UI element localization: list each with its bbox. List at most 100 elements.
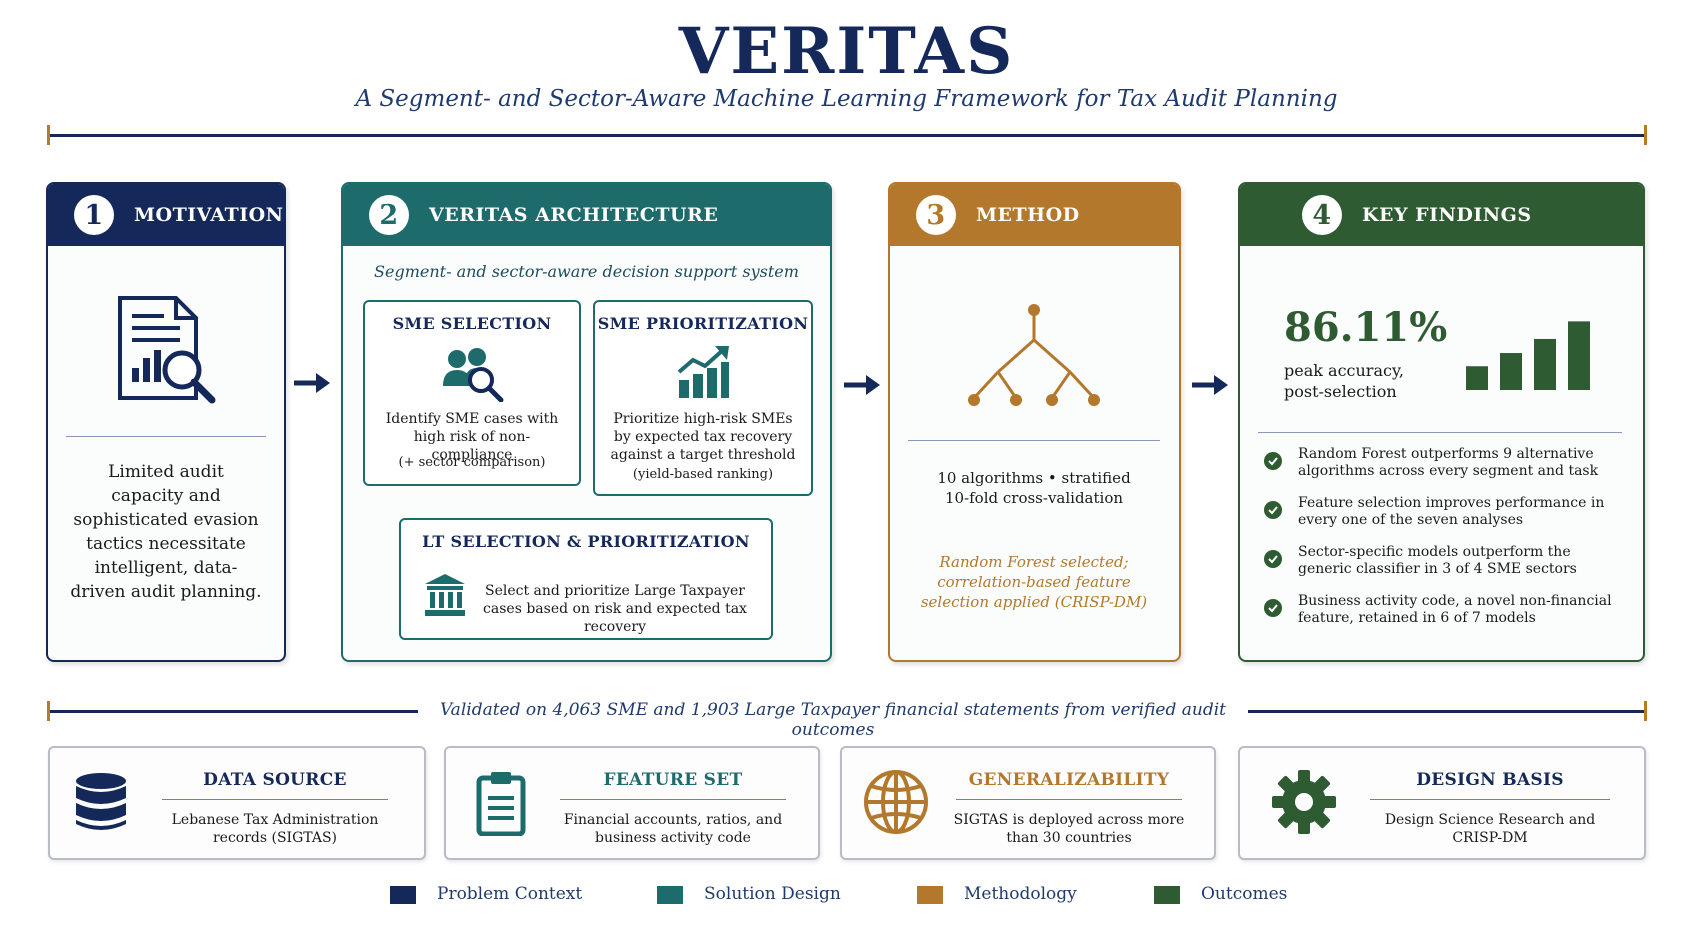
design-basis-box: DESIGN BASIS Design Science Research and… bbox=[1238, 746, 1646, 860]
growth-chart-icon bbox=[675, 344, 731, 400]
lt-selection-box: LT SELECTION & PRIORITIZATION Select and… bbox=[399, 518, 773, 640]
sme-prioritization-box: SME PRIORITIZATION Prioritize high-risk … bbox=[593, 300, 813, 496]
check-icon bbox=[1264, 550, 1282, 568]
validation-rule-left bbox=[48, 710, 418, 713]
peak-accuracy-label: peak accuracy, post-selection bbox=[1284, 361, 1404, 401]
step-number: 1 bbox=[74, 195, 114, 235]
legend-swatch-outcomes bbox=[1154, 886, 1180, 904]
legend-label-problem: Problem Context bbox=[437, 884, 583, 904]
legend-label-solution: Solution Design bbox=[704, 884, 841, 904]
sme-prioritization-title: SME PRIORITIZATION bbox=[597, 314, 809, 333]
generalizability-box: GENERALIZABILITY SIGTAS is deployed acro… bbox=[840, 746, 1216, 860]
check-icon bbox=[1264, 501, 1282, 519]
box-desc: SIGTAS is deployed across more than 30 c… bbox=[953, 812, 1185, 846]
arrow-right-icon bbox=[842, 370, 882, 400]
findings-divider bbox=[1258, 432, 1622, 433]
lt-selection-title: LT SELECTION & PRIORITIZATION bbox=[422, 532, 750, 551]
document-chart-magnifier-icon bbox=[114, 294, 224, 404]
arrow-right-icon bbox=[1190, 370, 1230, 400]
sme-selection-box: SME SELECTION Identify SME cases with hi… bbox=[363, 300, 581, 486]
box-divider bbox=[162, 799, 388, 800]
feature-set-box: FEATURE SET Financial accounts, ratios, … bbox=[444, 746, 820, 860]
validation-rule-left-cap bbox=[47, 701, 50, 721]
peak-accuracy-stat: 86.11% bbox=[1284, 304, 1448, 351]
method-divider bbox=[908, 440, 1160, 441]
sme-prioritization-note: (yield-based ranking) bbox=[632, 467, 774, 482]
globe-icon bbox=[862, 768, 930, 836]
motivation-panel: 1 MOTIVATION Limited audit capacity and … bbox=[46, 182, 286, 662]
architecture-panel: 2 VERITAS ARCHITECTURE Segment- and sect… bbox=[341, 182, 832, 662]
architecture-header: 2 VERITAS ARCHITECTURE bbox=[343, 184, 830, 246]
step-number: 2 bbox=[369, 195, 409, 235]
bar-chart-bar bbox=[1534, 338, 1556, 390]
lt-selection-text: Select and prioritize Large Taxpayer cas… bbox=[483, 583, 747, 635]
method-text: 10 algorithms • stratified 10-fold cross… bbox=[937, 469, 1131, 507]
database-icon bbox=[74, 772, 128, 834]
sme-prioritization-text: Prioritize high-risk SMEs by expected ta… bbox=[610, 411, 796, 463]
legend-label-outcomes: Outcomes bbox=[1201, 884, 1288, 904]
finding-text: Business activity code, a novel non-fina… bbox=[1298, 593, 1612, 626]
header-divider-right-cap bbox=[1644, 125, 1647, 145]
bar-chart-bar bbox=[1568, 321, 1590, 390]
header-divider bbox=[48, 134, 1646, 137]
motivation-header: 1 MOTIVATION bbox=[48, 184, 284, 246]
legend-swatch-methodology bbox=[917, 886, 943, 904]
box-divider bbox=[1370, 799, 1610, 800]
arrow-right-icon bbox=[292, 368, 332, 398]
list-item: Business activity code, a novel non-fina… bbox=[1264, 593, 1624, 642]
bar-chart-icon bbox=[1466, 321, 1590, 390]
finding-text: Random Forest outperforms 9 alternative … bbox=[1298, 446, 1599, 479]
motivation-text: Limited audit capacity and sophisticated… bbox=[70, 462, 262, 602]
users-search-icon bbox=[441, 346, 505, 403]
box-title: DATA SOURCE bbox=[203, 770, 347, 790]
step-number: 3 bbox=[916, 195, 956, 235]
box-title: DESIGN BASIS bbox=[1416, 770, 1564, 790]
bar-chart-bar bbox=[1466, 366, 1488, 390]
panel-title: MOTIVATION bbox=[134, 204, 284, 226]
motivation-divider bbox=[66, 436, 266, 437]
page-title: VERITAS bbox=[678, 14, 1015, 89]
box-divider bbox=[560, 799, 786, 800]
panel-title: VERITAS ARCHITECTURE bbox=[429, 204, 719, 226]
step-number: 4 bbox=[1302, 195, 1342, 235]
validation-text: Validated on 4,063 SME and 1,903 Large T… bbox=[439, 700, 1227, 740]
check-icon bbox=[1264, 599, 1282, 617]
finding-text: Feature selection improves performance i… bbox=[1298, 495, 1605, 528]
gear-icon bbox=[1270, 768, 1338, 836]
bank-icon bbox=[423, 572, 467, 618]
architecture-tagline: Segment- and sector-aware decision suppo… bbox=[374, 262, 799, 281]
legend-swatch-problem bbox=[390, 886, 416, 904]
box-desc: Lebanese Tax Administration records (SIG… bbox=[171, 812, 379, 846]
validation-rule-right bbox=[1248, 710, 1646, 713]
list-item: Feature selection improves performance i… bbox=[1264, 495, 1624, 544]
panel-title: METHOD bbox=[976, 204, 1080, 226]
findings-header: 4 KEY FINDINGS bbox=[1240, 184, 1643, 246]
box-desc: Design Science Research and CRISP-DM bbox=[1384, 812, 1596, 846]
check-icon bbox=[1264, 452, 1282, 470]
sme-selection-title: SME SELECTION bbox=[392, 314, 552, 333]
sme-selection-note: (+ sector comparison) bbox=[398, 455, 546, 470]
method-panel: 3 METHOD 10 algorithms • stratified 10-f… bbox=[888, 182, 1181, 662]
bar-chart-bar bbox=[1500, 353, 1522, 390]
box-title: GENERALIZABILITY bbox=[968, 770, 1170, 790]
legend-swatch-solution bbox=[657, 886, 683, 904]
finding-text: Sector-specific models outperform the ge… bbox=[1298, 544, 1577, 577]
method-header: 3 METHOD bbox=[890, 184, 1179, 246]
legend-label-methodology: Methodology bbox=[964, 884, 1077, 904]
clipboard-icon bbox=[476, 770, 526, 837]
method-italic-text: Random Forest selected; correlation-base… bbox=[920, 553, 1148, 611]
data-source-box: DATA SOURCE Lebanese Tax Administration … bbox=[48, 746, 426, 860]
list-item: Random Forest outperforms 9 alternative … bbox=[1264, 446, 1624, 495]
box-divider bbox=[956, 799, 1182, 800]
findings-list: Random Forest outperforms 9 alternative … bbox=[1264, 446, 1624, 642]
list-item: Sector-specific models outperform the ge… bbox=[1264, 544, 1624, 593]
validation-rule-right-cap bbox=[1644, 701, 1647, 721]
box-title: FEATURE SET bbox=[603, 770, 743, 790]
findings-panel: 4 KEY FINDINGS 86.11% peak accuracy, pos… bbox=[1238, 182, 1645, 662]
header-divider-left-cap bbox=[47, 125, 50, 145]
panel-title: KEY FINDINGS bbox=[1362, 204, 1532, 226]
box-desc: Financial accounts, ratios, and business… bbox=[563, 812, 783, 846]
sme-selection-text: Identify SME cases with high risk of non… bbox=[385, 411, 559, 463]
decision-tree-icon bbox=[964, 302, 1104, 410]
page-subtitle: A Segment- and Sector-Aware Machine Lear… bbox=[355, 86, 1338, 112]
